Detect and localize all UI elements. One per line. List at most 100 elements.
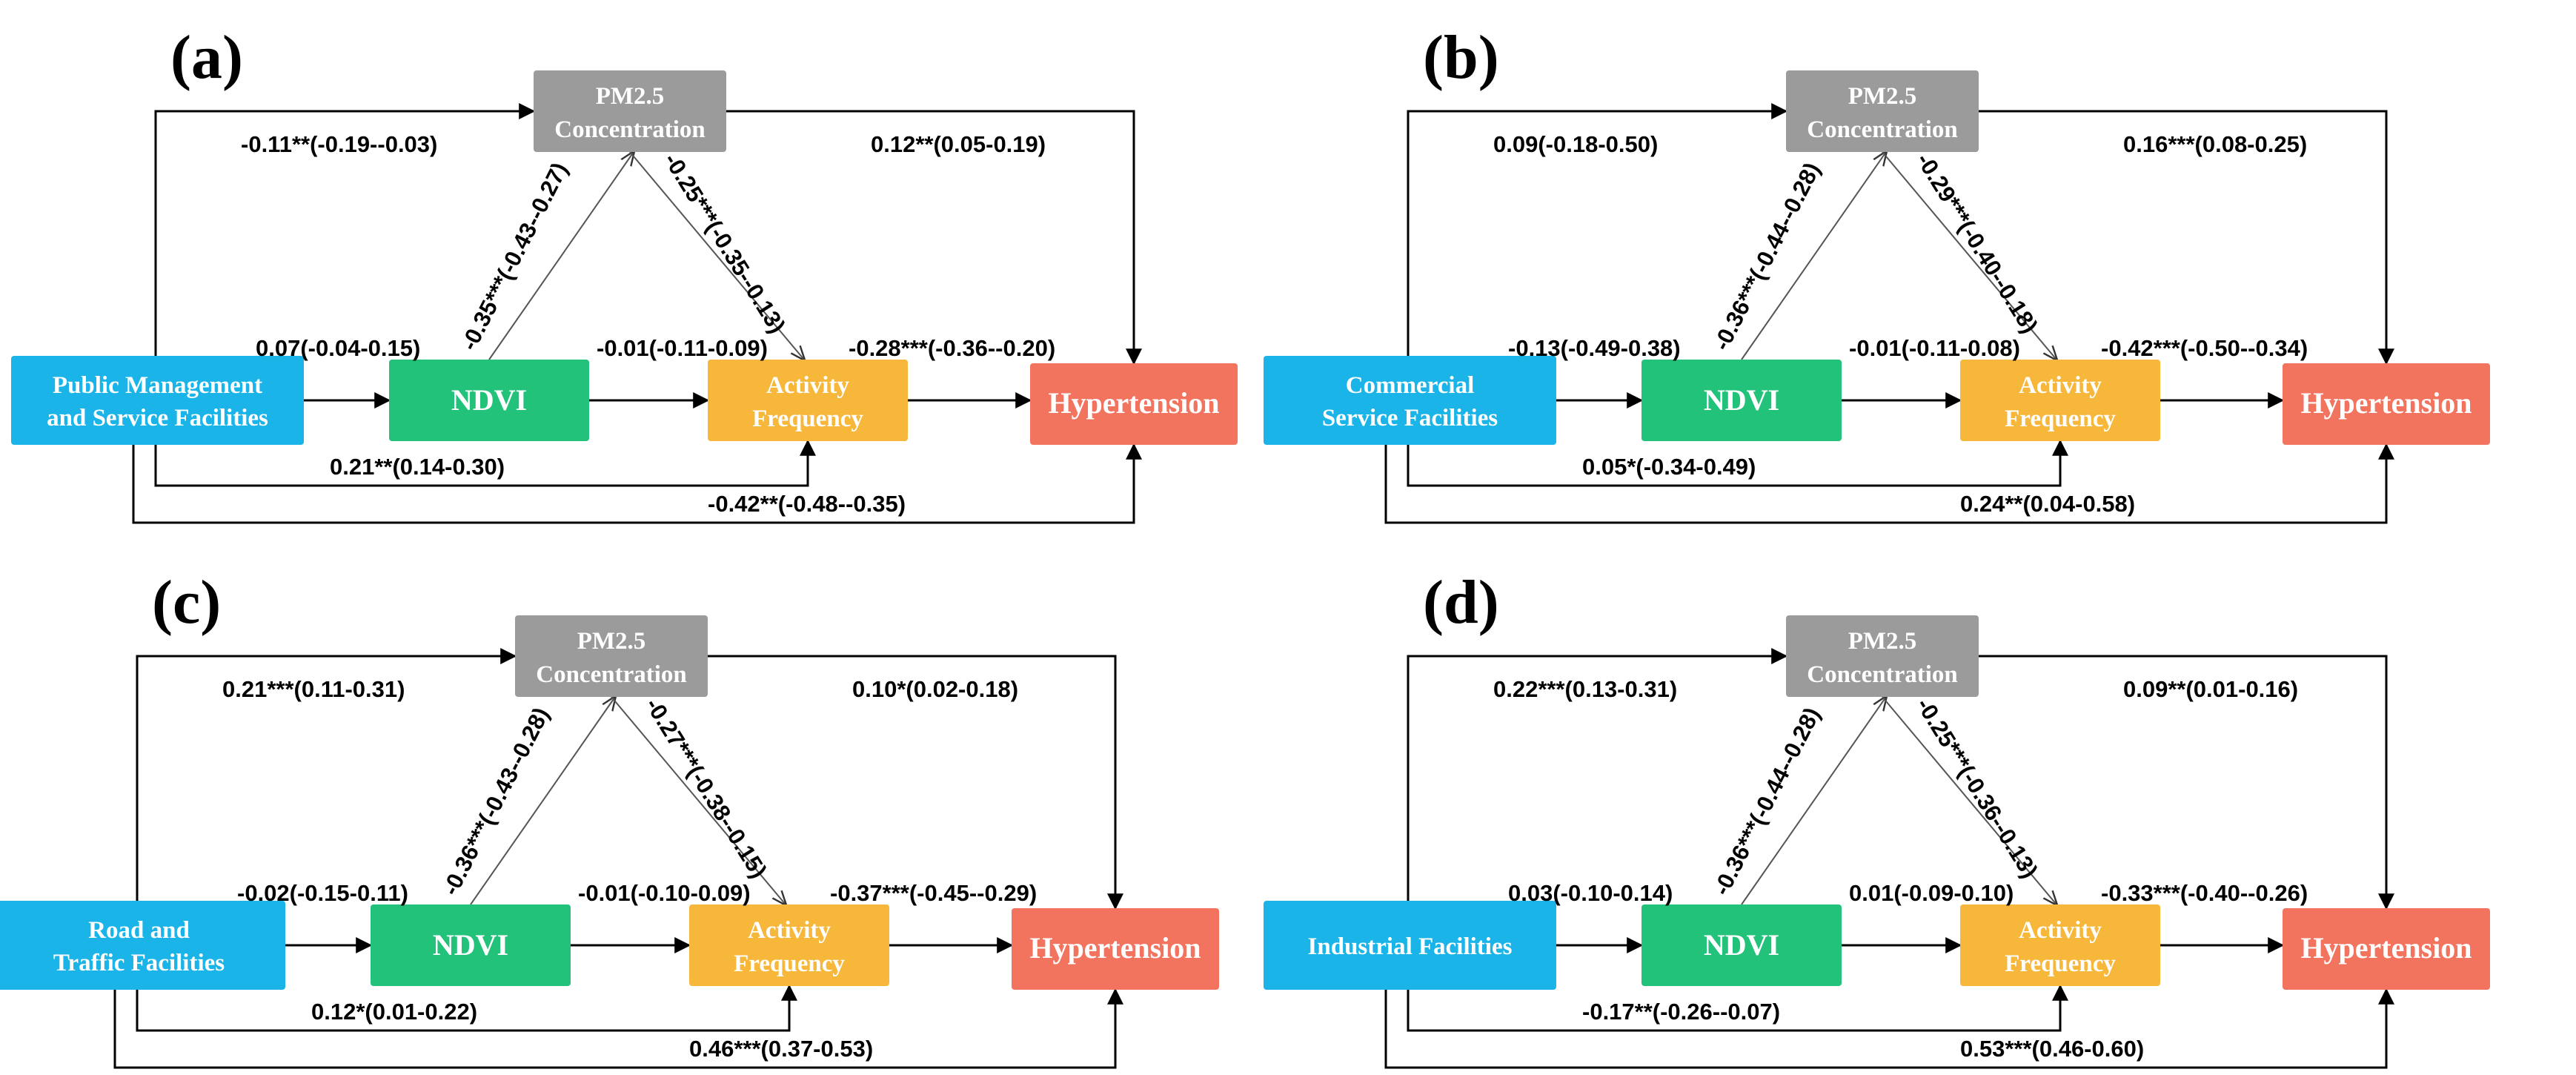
arrow-exposure-outcome: [1384, 988, 2394, 1069]
path-coefficients: 0.22***(0.13-0.31) 0.09**(0.01-0.16) 0.03(…: [1493, 676, 2308, 1062]
hypertension-node-box: [1012, 908, 1219, 990]
coef-pm-activity: -0.27***(-0.38--0.15): [640, 693, 772, 882]
coef-ndvi-activity: -0.01(-0.11-0.09): [597, 335, 768, 361]
coef-exposure-pm: 0.09(-0.18-0.50): [1493, 131, 1658, 157]
coef-ndvi-pm: -0.36***(-0.44--0.28): [1708, 159, 1825, 355]
pm25-label: PM2.5: [577, 628, 646, 655]
hypertension-node-box: [2283, 363, 2490, 445]
arrow-exposure-activity: [1407, 439, 2068, 487]
coef-exposure-ndvi: 0.03(-0.10-0.14): [1508, 880, 1673, 906]
hypertension-node: Hypertension: [1030, 363, 1238, 445]
ndvi-node-box: [1641, 904, 1842, 986]
coef-exposure-outcome: 0.24**(0.04-0.58): [1960, 491, 2135, 517]
coef-pm-outcome: 0.10*(0.02-0.18): [852, 676, 1018, 702]
arrow-exposure-activity: [136, 984, 797, 1032]
hypertension-node: Hypertension: [1012, 908, 1219, 990]
path-coefficients: -0.11**(-0.19--0.03)0.12**(0.05-0.19)0.0…: [241, 131, 1055, 517]
coef-activity-outcome: -0.28***(-0.36--0.20): [849, 335, 1055, 361]
coef-pm-activity: -0.25***(-0.35--0.13): [659, 148, 791, 337]
activity-label: Activity: [2019, 372, 2102, 399]
coef-ndvi-activity: -0.01(-0.10-0.09): [578, 880, 751, 906]
coef-exposure-pm: 0.21***(0.11-0.31): [222, 676, 405, 702]
hypertension-label: Hypertension: [2300, 386, 2472, 420]
pm25-node-box: [534, 70, 726, 152]
path-arrows: [132, 103, 1142, 524]
coef-pm-outcome: 0.16***(0.08-0.25): [2123, 131, 2307, 157]
panel-label: (b): [1423, 23, 1499, 92]
coef-pm-outcome: 0.09**(0.01-0.16): [2123, 676, 2298, 702]
arrow-exposure-outcome: [1384, 443, 2394, 524]
path-arrows: [1384, 103, 2394, 524]
panel-label: (a): [170, 23, 243, 92]
coef-exposure-pm: 0.22***(0.13-0.31): [1493, 676, 1677, 702]
arrow-pm-activity: [1882, 696, 2057, 904]
activity-label: Frequency: [734, 950, 845, 977]
ndvi-label: NDVI: [451, 383, 527, 417]
coef-activity-outcome: -0.42***(-0.50--0.34): [2101, 335, 2308, 361]
pm25-label: Concentration: [554, 116, 705, 143]
panel-label: (c): [152, 568, 221, 637]
arrow-exposure-outcome: [113, 988, 1123, 1069]
pm25-label: Concentration: [1807, 661, 1957, 688]
coef-ndvi-pm: -0.36***(-0.44--0.28): [1708, 704, 1825, 900]
coef-activity-outcome: -0.37***(-0.45--0.29): [830, 880, 1037, 906]
arrow-exposure-outcome: [132, 443, 1142, 524]
ndvi-node-box: [371, 904, 571, 986]
coef-exposure-outcome: 0.46***(0.37-0.53): [689, 1036, 873, 1062]
arrow-pm-outcome: [726, 110, 1142, 366]
activity-label: Activity: [2019, 917, 2102, 944]
arrow-ndvi-pm: [1741, 697, 1886, 905]
hypertension-node-box: [2283, 908, 2490, 990]
activity-node-box: [689, 904, 889, 986]
activity-node-box: [708, 360, 908, 441]
exposure-label: and Service Facilities: [47, 405, 268, 431]
arrow-exposure-pm: [1407, 648, 1788, 901]
arrow-exposure-pm: [136, 648, 517, 901]
coef-exposure-activity: 0.05*(-0.34-0.49): [1582, 454, 1756, 480]
arrow-exposure-pm: [154, 103, 536, 356]
hypertension-node: Hypertension: [2283, 908, 2490, 990]
coef-exposure-ndvi: -0.02(-0.15-0.11): [237, 880, 408, 906]
coef-ndvi-pm: -0.35***(-0.43--0.27): [456, 159, 573, 355]
arrow-exposure-pm: [1407, 103, 1788, 356]
arrow-ndvi-pm: [488, 152, 634, 360]
ndvi-label: NDVI: [433, 928, 508, 962]
arrow-pm-outcome: [708, 655, 1123, 910]
arrow-pm-activity: [611, 696, 786, 904]
hypertension-label: Hypertension: [1029, 931, 1201, 965]
panel-d: Industrial Facilities PM2.5ConcentrationN…: [1264, 568, 2490, 1069]
coef-pm-activity: -0.29***(-0.40--0.18): [1911, 148, 2043, 337]
coef-ndvi-activity: -0.01(-0.11-0.08): [1849, 335, 2020, 361]
activity-label: Frequency: [752, 406, 863, 432]
activity-label: Frequency: [2005, 950, 2116, 977]
pm25-label: PM2.5: [1848, 83, 1917, 110]
hypertension-node-box: [1030, 363, 1238, 445]
path-coefficients: 0.09(-0.18-0.50)0.16***(0.08-0.25)-0.13(…: [1493, 131, 2308, 517]
hypertension-label: Hypertension: [1048, 386, 1219, 420]
ndvi-node-box: [1641, 360, 1842, 441]
pm25-label: PM2.5: [596, 83, 665, 110]
coef-exposure-activity: -0.17**(-0.26--0.07): [1582, 999, 1780, 1025]
activity-label: Frequency: [2005, 406, 2116, 432]
exposure-node: Industrial Facilities: [1264, 901, 1556, 990]
activity-label: Activity: [766, 372, 849, 399]
pm25-label: Concentration: [1807, 116, 1957, 143]
exposure-label: Industrial Facilities: [1308, 933, 1513, 960]
exposure-label: Road and: [88, 917, 190, 944]
ndvi-label: NDVI: [1704, 928, 1779, 962]
arrow-pm-outcome: [1979, 110, 2394, 366]
coef-exposure-outcome: -0.42**(-0.48--0.35): [708, 491, 906, 517]
arrow-ndvi-pm: [1741, 152, 1886, 360]
